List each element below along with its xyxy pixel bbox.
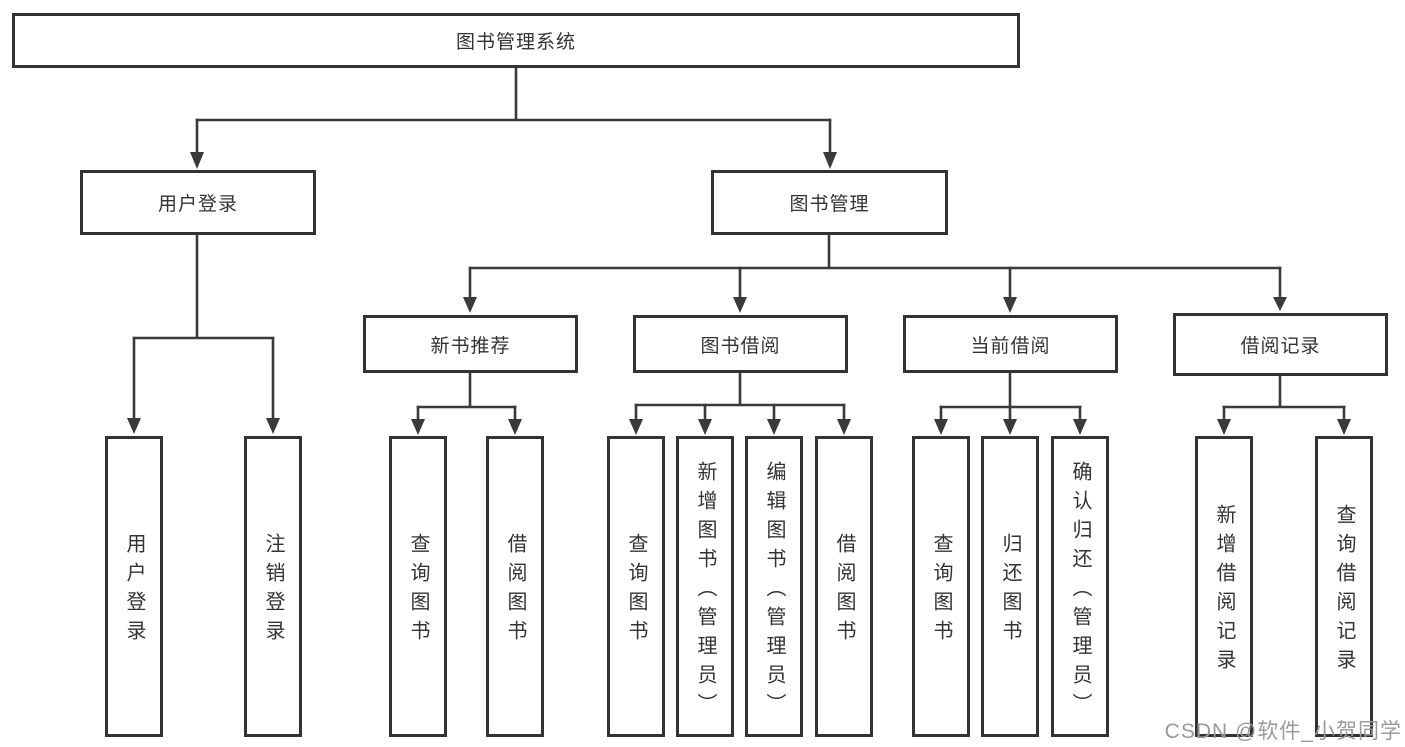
node-label: 借阅记录 — [1240, 336, 1321, 357]
node-label: 编辑图书（管理员） — [763, 460, 785, 722]
leaf-newbook-borrow-books: 借阅图书 — [486, 436, 544, 737]
node-label: 查询图书 — [625, 533, 647, 649]
node-current-borrow: 当前借阅 — [903, 315, 1118, 373]
node-label: 新书推荐 — [430, 335, 511, 357]
node-label: 当前借阅 — [970, 335, 1051, 357]
leaf-borrow-borrow-books: 借阅图书 — [815, 436, 873, 737]
node-label: 确认归还（管理员） — [1069, 460, 1091, 722]
node-book-management: 图书管理 — [711, 170, 948, 235]
connector-root-to-level1 — [190, 66, 837, 169]
csdn-watermark: CSDN @软件_小贺同学 — [1164, 720, 1402, 743]
node-label: 图书管理 — [789, 194, 870, 215]
node-label: 新增图书（管理员） — [694, 460, 716, 722]
node-book-borrow: 图书借阅 — [633, 315, 848, 373]
leaf-borrow-query-books: 查询图书 — [607, 436, 665, 737]
node-label: 查询图书 — [407, 533, 429, 649]
connector-borrow-records-children — [1217, 374, 1351, 435]
leaf-records-query-record: 查询借阅记录 — [1315, 436, 1373, 737]
node-label: 查询图书 — [930, 533, 952, 649]
leaf-logout: 注销登录 — [244, 436, 302, 737]
node-label: 借阅图书 — [833, 533, 855, 649]
connector-book-borrow-children — [629, 371, 851, 435]
node-label: 用户登录 — [123, 533, 145, 649]
leaf-current-return-books: 归还图书 — [981, 436, 1039, 737]
node-new-book-recommend: 新书推荐 — [363, 315, 578, 373]
connector-current-borrow-children — [934, 371, 1087, 435]
node-user-login: 用户登录 — [80, 170, 316, 235]
node-label: 归还图书 — [999, 533, 1021, 649]
connector-book-management-children — [463, 233, 1287, 313]
node-borrow-records: 借阅记录 — [1173, 313, 1388, 376]
node-label: 图书借阅 — [700, 335, 781, 357]
leaf-borrow-edit-books-admin: 编辑图书（管理员） — [745, 436, 803, 737]
node-label: 查询借阅记录 — [1333, 504, 1355, 678]
leaf-user-login: 用户登录 — [105, 436, 163, 737]
leaf-records-add-record: 新增借阅记录 — [1195, 436, 1253, 737]
node-label: 借阅图书 — [504, 533, 526, 649]
leaf-current-query-books: 查询图书 — [912, 436, 970, 737]
node-label: 用户登录 — [157, 194, 238, 215]
leaf-borrow-add-books-admin: 新增图书（管理员） — [676, 436, 734, 737]
node-label: 注销登录 — [262, 533, 284, 649]
leaf-newbook-query-books: 查询图书 — [389, 436, 447, 737]
leaf-current-confirm-return-admin: 确认归还（管理员） — [1051, 436, 1109, 737]
connector-new-book-children — [411, 371, 522, 435]
node-label: 新增借阅记录 — [1213, 504, 1235, 678]
node-label: 图书管理系统 — [455, 32, 576, 53]
node-library-system: 图书管理系统 — [12, 13, 1020, 68]
connector-user-login-children — [127, 233, 280, 434]
